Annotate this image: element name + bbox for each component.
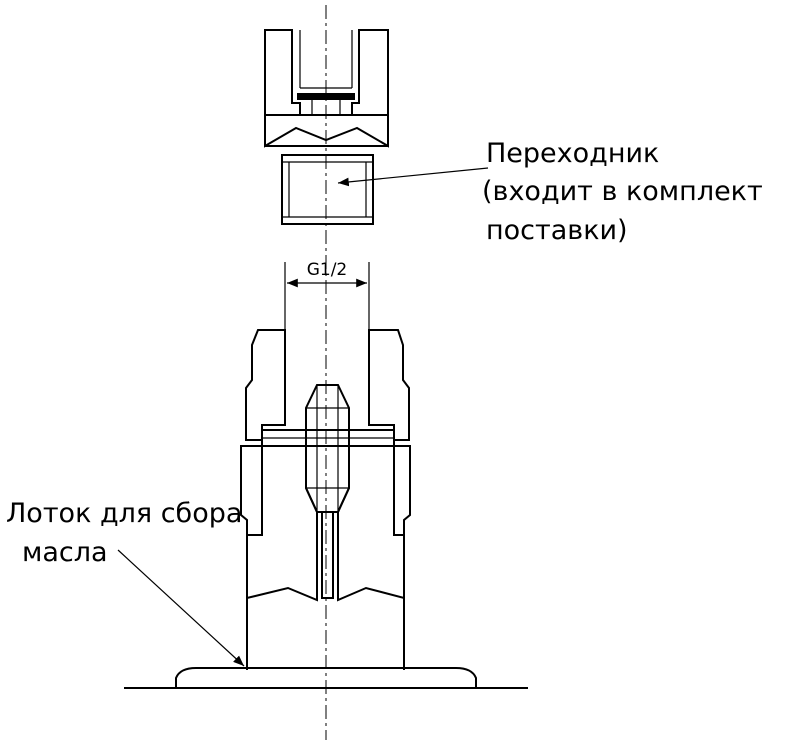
tray-leader-arrow: [117, 549, 245, 667]
upper-nut-right-hatch: [368, 329, 410, 441]
adapter-leader-arrow: [337, 167, 489, 187]
thread-dimension: G1/2: [284, 260, 370, 330]
lower-fitting: [240, 329, 411, 670]
adapter-part: [281, 154, 374, 225]
body-left-hatch: [246, 445, 318, 602]
stem-sides: [246, 598, 405, 670]
upper-nut-left-hatch: [245, 329, 286, 441]
adapter-label-line2: (входит в комплект: [482, 176, 763, 207]
top-nut-left-hatch: [264, 29, 301, 116]
lower-nut-left-hatch: [240, 445, 263, 536]
top-nut-bottom-hatch: [264, 114, 389, 148]
seal-ring: [297, 93, 355, 100]
body-right-hatch: [337, 445, 405, 602]
adapter-label-line3: поставки): [486, 215, 628, 246]
adapter-label: Переходник (входит в комплект поставки): [482, 138, 763, 246]
adapter-outline: [281, 154, 374, 225]
thread-dimension-label: G1/2: [307, 260, 348, 280]
valve-pin: [305, 384, 350, 513]
tray-label-line2: масла: [22, 537, 108, 568]
seal-channel: [311, 100, 341, 115]
top-nut-right-hatch: [351, 29, 389, 116]
oil-channel: [321, 511, 334, 599]
adapter-label-line1: Переходник: [486, 138, 659, 169]
lower-nut-right-hatch: [393, 445, 411, 536]
tray-label: Лоток для сбора масла: [6, 498, 242, 568]
tray-label-line1: Лоток для сбора: [6, 498, 242, 529]
